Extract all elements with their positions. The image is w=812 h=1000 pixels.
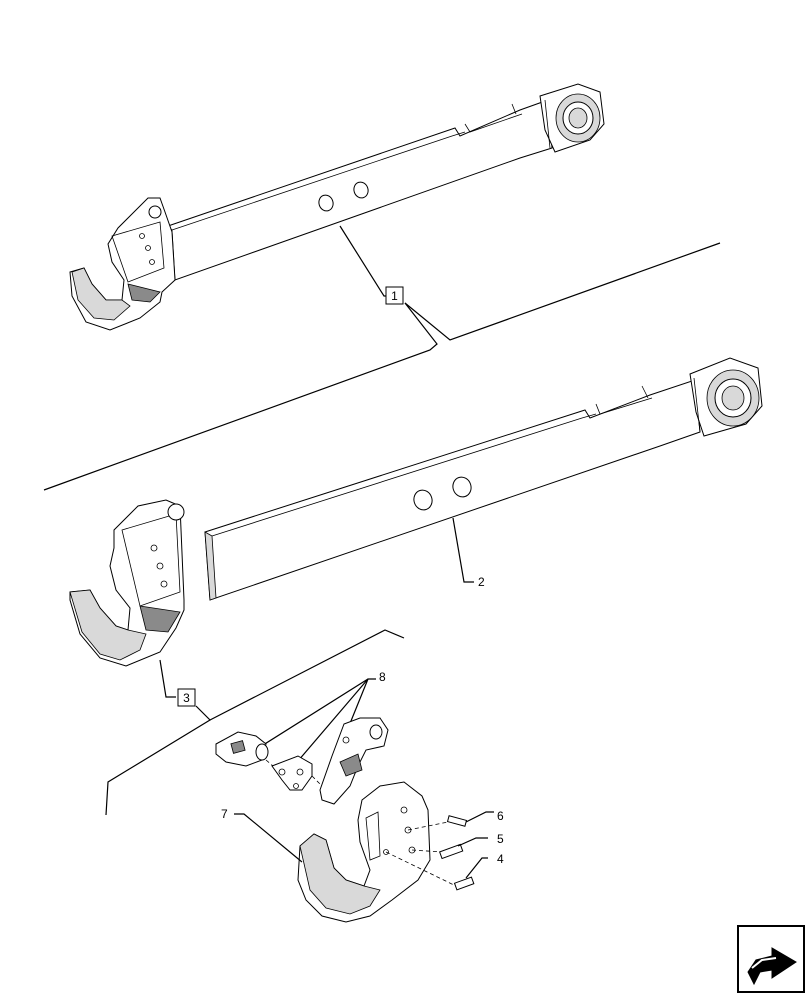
locking-lever-part xyxy=(319,717,389,805)
callout-box-3 xyxy=(177,688,196,707)
leader-line xyxy=(105,705,211,816)
leader-line xyxy=(465,811,494,823)
pin-4 xyxy=(453,876,475,891)
callout-label-3: 3 xyxy=(183,691,190,705)
leader-line xyxy=(291,678,369,769)
callout-label-5: 5 xyxy=(497,832,504,846)
leader-line xyxy=(404,242,721,341)
leader-line xyxy=(209,629,405,721)
leader-line xyxy=(339,225,392,297)
callout-label-6: 6 xyxy=(497,809,504,823)
leader-line xyxy=(234,813,303,863)
leader-line xyxy=(43,302,438,491)
pin-6 xyxy=(446,815,468,827)
next-page-arrow-icon[interactable] xyxy=(737,925,805,993)
link-plate-part xyxy=(271,755,313,791)
lower-link-assembly-lower xyxy=(69,357,763,667)
lower-link-assembly-upper xyxy=(69,83,605,331)
callout-label-1: 1 xyxy=(391,289,398,303)
link-hole xyxy=(353,181,369,199)
callout-label-8: 8 xyxy=(379,670,386,684)
link-hole xyxy=(413,489,433,511)
link-hole xyxy=(318,194,334,212)
hook-body-part xyxy=(297,781,431,923)
leader-line xyxy=(159,659,176,698)
leader-line xyxy=(457,837,488,847)
latch-part xyxy=(215,731,269,767)
callout-label-7: 7 xyxy=(221,807,228,821)
callout-box-1 xyxy=(385,286,404,305)
link-hole xyxy=(452,476,472,498)
leader-line xyxy=(465,857,488,879)
callout-label-2: 2 xyxy=(478,575,485,589)
pin-5 xyxy=(438,843,464,860)
leader-line xyxy=(452,517,474,583)
callout-label-4: 4 xyxy=(497,852,504,866)
